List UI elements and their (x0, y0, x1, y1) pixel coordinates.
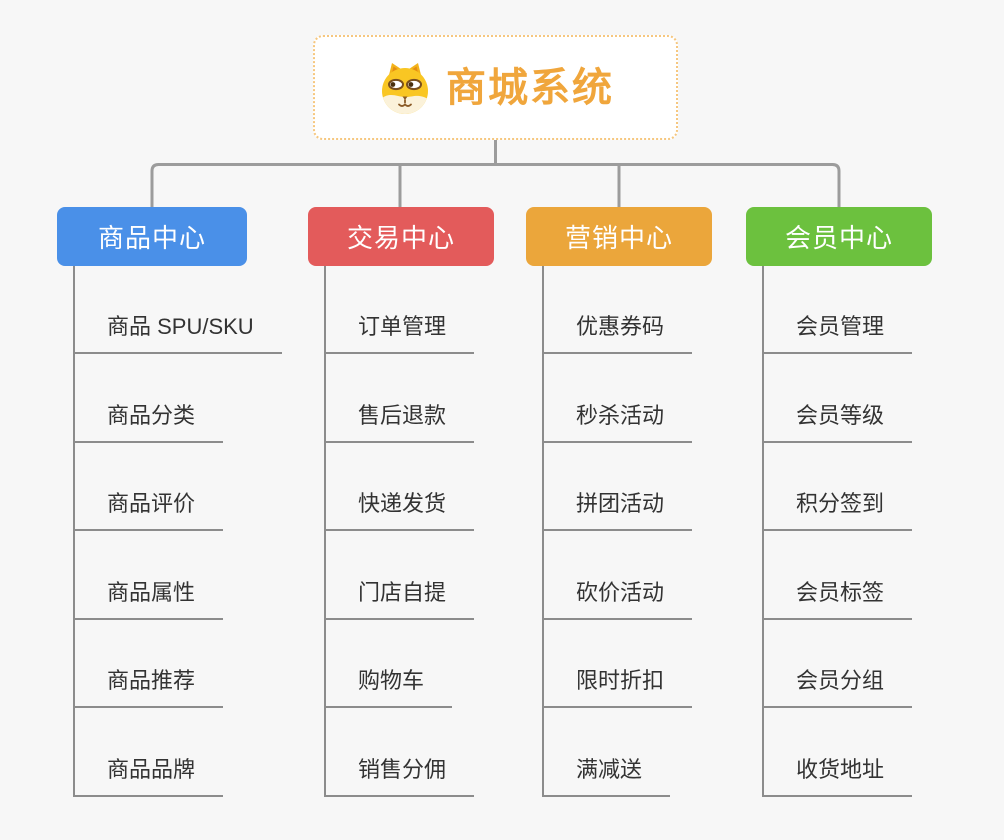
branch-header-3[interactable]: 营销中心 (526, 207, 712, 266)
mindmap-node[interactable]: 商品品牌 (75, 708, 224, 797)
branch-header-1[interactable]: 商品中心 (57, 207, 247, 266)
mindmap-node[interactable]: 门店自提 (326, 531, 475, 620)
root-node[interactable]: 商城系统 (313, 35, 678, 140)
mindmap-node[interactable]: 收货地址 (764, 708, 913, 797)
mindmap-node[interactable]: 限时折扣 (544, 620, 693, 709)
mindmap-node[interactable]: 快递发货 (326, 443, 475, 532)
mindmap-node[interactable]: 商品 SPU/SKU (75, 266, 282, 354)
mindmap-node[interactable]: 优惠券码 (544, 266, 693, 354)
branch-header-2[interactable]: 交易中心 (308, 207, 494, 266)
mindmap-node[interactable]: 拼团活动 (544, 443, 693, 532)
root-title: 商城系统 (446, 65, 614, 110)
mindmap-node[interactable]: 商品推荐 (75, 620, 224, 709)
branch-items-2: 订单管理售后退款快递发货门店自提购物车销售分佣 (324, 266, 475, 797)
mindmap-node[interactable]: 订单管理 (326, 266, 475, 354)
mindmap-node[interactable]: 商品评价 (75, 443, 224, 532)
branch-items-4: 会员管理会员等级积分签到会员标签会员分组收货地址 (762, 266, 913, 797)
mindmap-node[interactable]: 销售分佣 (326, 708, 475, 797)
mindmap-node[interactable]: 会员管理 (764, 266, 913, 354)
mindmap-node[interactable]: 商品属性 (75, 531, 224, 620)
mindmap-node[interactable]: 会员等级 (764, 354, 913, 443)
branch-header-4[interactable]: 会员中心 (746, 207, 932, 266)
mindmap-node[interactable]: 购物车 (326, 620, 453, 709)
branch-items-3: 优惠券码秒杀活动拼团活动砍价活动限时折扣满减送 (542, 266, 693, 797)
mindmap-node[interactable]: 会员分组 (764, 620, 913, 709)
mindmap-node[interactable]: 售后退款 (326, 354, 475, 443)
mindmap-node[interactable]: 积分签到 (764, 443, 913, 532)
mindmap-node[interactable]: 商品分类 (75, 354, 224, 443)
mindmap-node[interactable]: 满减送 (544, 708, 671, 797)
mindmap-node[interactable]: 砍价活动 (544, 531, 693, 620)
mindmap-node[interactable]: 会员标签 (764, 531, 913, 620)
mindmap-node[interactable]: 秒杀活动 (544, 354, 693, 443)
dog-mascot-icon (382, 62, 428, 114)
